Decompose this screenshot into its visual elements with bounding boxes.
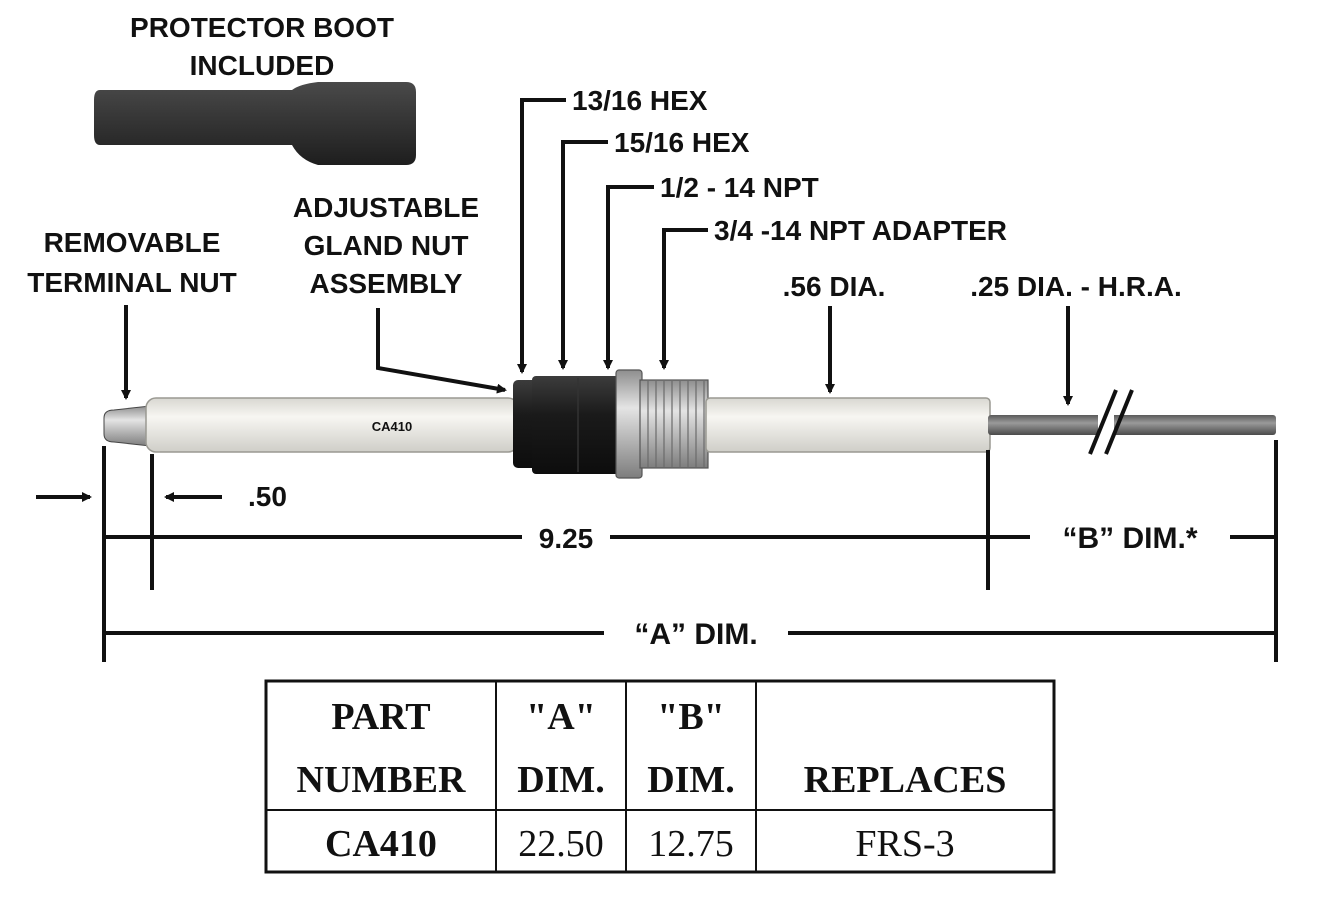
terminal-offset-dim: .50	[248, 481, 287, 512]
npt-1-2-label: 1/2 - 14 NPT	[660, 172, 819, 203]
terminal-nut	[103, 405, 151, 447]
insulator-length-dim: 9.25	[539, 523, 594, 554]
gland-nut-label-line3: ASSEMBLY	[309, 268, 462, 299]
npt-1-2-leader	[603, 185, 654, 370]
insulator-right	[705, 397, 991, 453]
npt-3-4-adapter-leader	[659, 228, 708, 370]
hex-13-16-label: 13/16 HEX	[572, 85, 708, 116]
td-b-dim: 12.75	[648, 823, 734, 865]
th-b-line2: DIM.	[647, 759, 735, 801]
protector-boot-label-line1: PROTECTOR BOOT	[130, 12, 394, 43]
th-b-line1: "B"	[657, 696, 725, 738]
hex-15-16-leader	[558, 140, 608, 370]
electrode-rod	[988, 415, 1276, 435]
td-a-dim: 22.50	[518, 823, 604, 865]
protector-boot-label-line2: INCLUDED	[190, 50, 335, 81]
hex-15-16-label: 15/16 HEX	[614, 127, 750, 158]
th-replaces: REPLACES	[804, 759, 1007, 801]
a-dim-label: “A” DIM.	[634, 618, 757, 651]
td-replaces: FRS-3	[855, 823, 954, 865]
adapter-hex	[615, 369, 643, 479]
th-a-line1: "A"	[526, 696, 596, 738]
spec-table: PART NUMBER "A" DIM. "B" DIM. REPLACES C…	[264, 679, 1056, 874]
dia-025-hra-label: .25 DIA. - H.R.A.	[970, 271, 1182, 302]
electrode-assembly: CA410	[103, 369, 1276, 479]
npt-3-4-adapter-label: 3/4 -14 NPT ADAPTER	[714, 215, 1007, 246]
protector-boot	[94, 82, 416, 165]
npt-adapter-thread	[639, 379, 709, 469]
th-part-line2: NUMBER	[297, 759, 466, 801]
dia-056-label: .56 DIA.	[783, 271, 886, 302]
insulator-left	[145, 397, 519, 453]
break-mark	[1088, 389, 1134, 455]
th-part-line1: PART	[331, 696, 430, 738]
th-a-line2: DIM.	[517, 759, 605, 801]
removable-terminal-nut-label-line1: REMOVABLE	[44, 227, 221, 258]
hex-13-16-leader	[517, 98, 566, 374]
b-dim-label: “B” DIM.*	[1063, 522, 1198, 555]
dimension-lines	[36, 440, 1278, 662]
gland-nut-label-line2: GLAND NUT	[304, 230, 469, 261]
gland-nut-label-line1: ADJUSTABLE	[293, 192, 479, 223]
td-part-number: CA410	[325, 823, 437, 865]
removable-terminal-nut-label-line2: TERMINAL NUT	[27, 267, 236, 298]
gland-nut-arrow	[376, 308, 507, 394]
rod-marking: CA410	[372, 419, 412, 434]
gland-nut	[513, 380, 537, 468]
